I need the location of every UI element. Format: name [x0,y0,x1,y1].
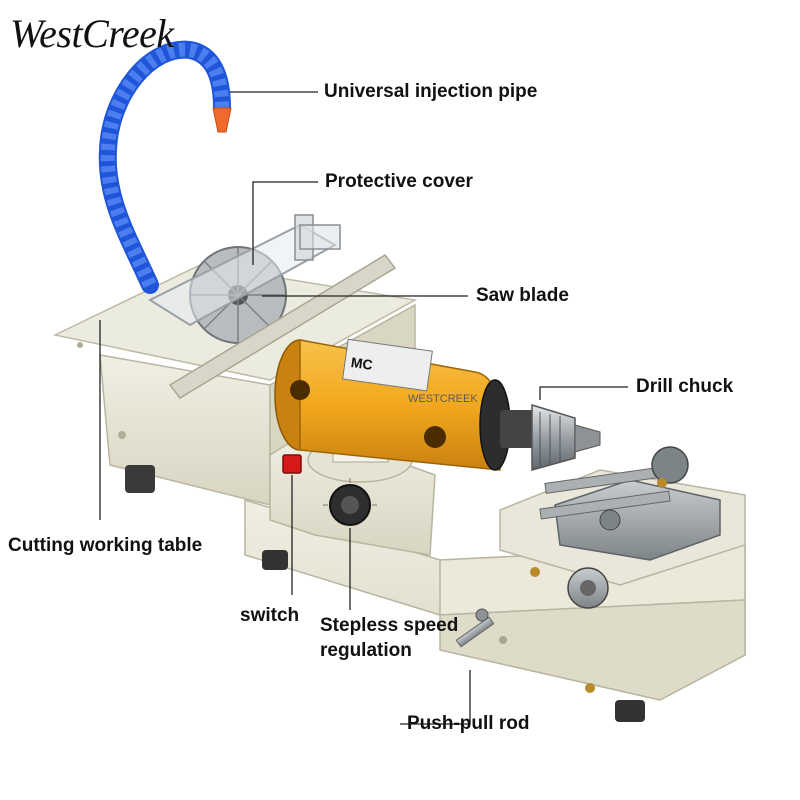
injection-pipe [98,40,232,294]
push-pull-rod [455,608,495,648]
label-protective-cover: Protective cover [325,171,473,192]
label-saw-blade: Saw blade [476,285,569,306]
label-push-pull-rod: Push-pull rod [407,713,530,734]
label-drill-chuck: Drill chuck [636,376,734,397]
watermark: WESTCREEK [408,393,478,405]
brand-logo: WestCreek [10,11,174,56]
motor-badge: MC [350,354,374,373]
label-speed-regulation-line2: regulation [320,640,412,661]
motor: MC WESTCREEK [274,338,511,471]
label-injection-pipe: Universal injection pipe [324,81,538,102]
label-speed-regulation-line1: Stepless speed [320,615,459,636]
clamp-carriage [499,446,746,609]
label-switch: switch [240,605,300,626]
drill-chuck [500,403,601,471]
switch-button [282,454,302,474]
label-cutting-table: Cutting working table [8,535,203,556]
